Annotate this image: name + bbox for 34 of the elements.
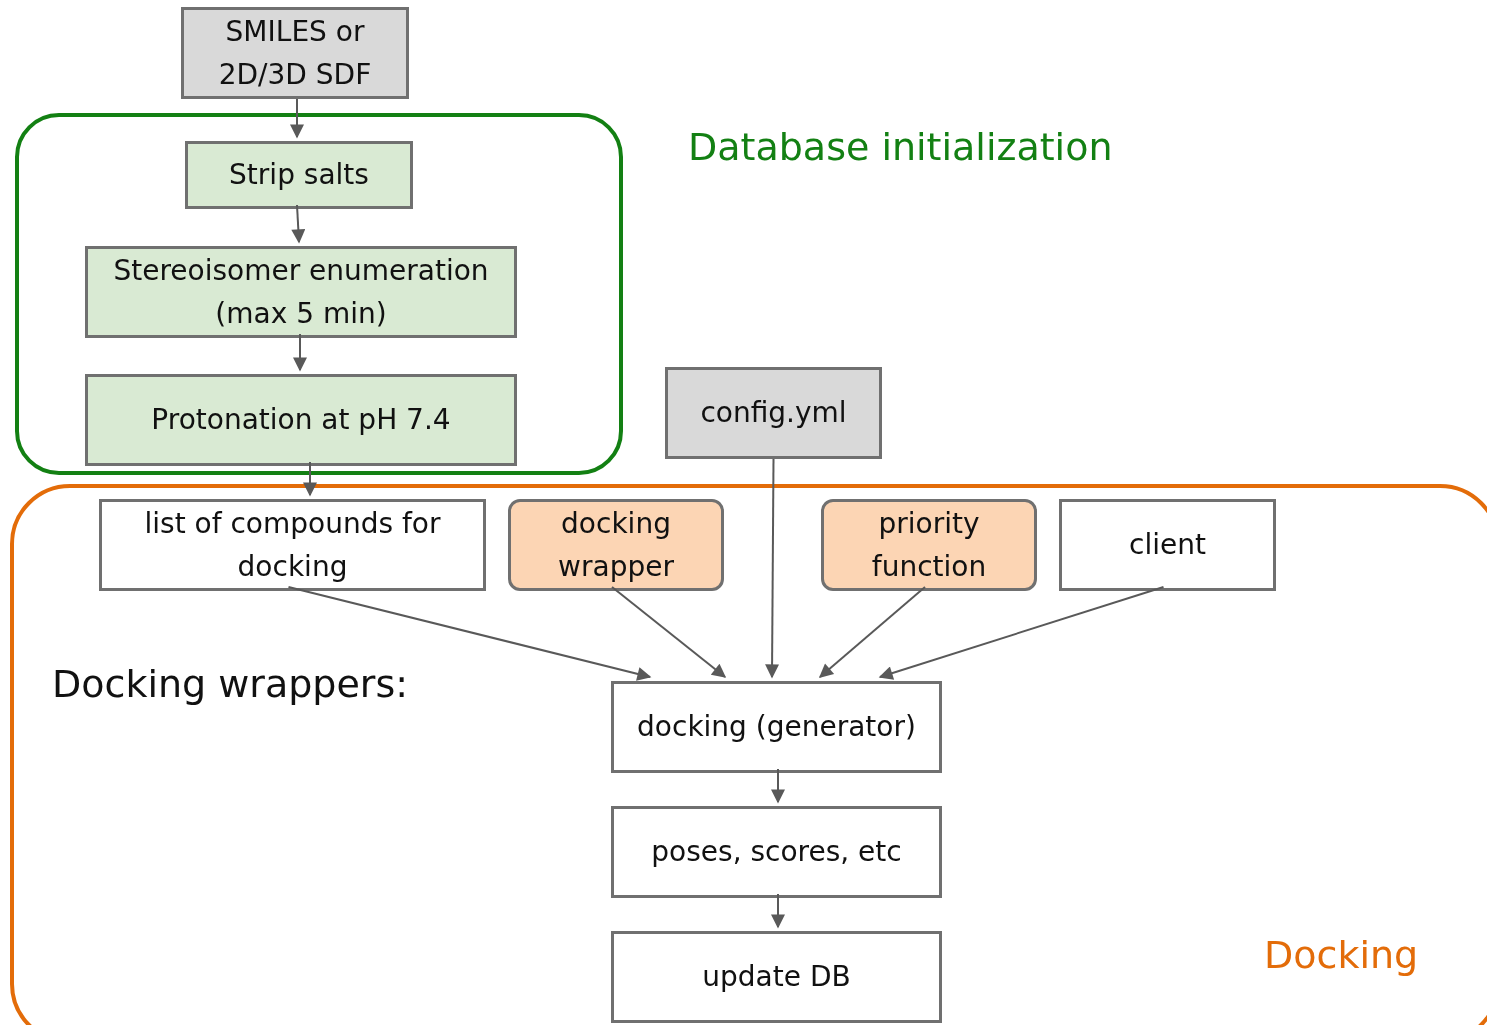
arrow [818, 586, 926, 678]
box-label: docking wrapper [557, 505, 675, 585]
process-box [85, 246, 517, 338]
process-box [611, 806, 942, 898]
arrow [611, 586, 727, 678]
group-title: Database initialization [688, 125, 1113, 169]
note-text: Docking wrappers: [52, 662, 409, 706]
process-box [85, 374, 517, 466]
process-box [821, 499, 1037, 591]
box-label: Stereoisomer enumeration (max 5 min) [112, 252, 490, 332]
box-label: client [1128, 527, 1207, 564]
process-box [665, 367, 882, 459]
arrow [878, 586, 1165, 680]
box-label: poses, scores, etc [650, 834, 903, 871]
process-box [1059, 499, 1276, 591]
box-label: update DB [701, 959, 852, 996]
box-label: SMILES or 2D/3D SDF [217, 13, 373, 93]
arrow [765, 458, 780, 679]
box-label: Protonation at pH 7.4 [150, 402, 452, 439]
process-box [611, 681, 942, 773]
process-box [181, 7, 409, 99]
process-box [508, 499, 724, 591]
group-title: Docking [1264, 933, 1419, 977]
arrow [287, 586, 652, 681]
box-label: list of compounds for docking [143, 505, 442, 585]
process-box [99, 499, 486, 591]
box-label: docking (generator) [636, 709, 917, 746]
process-box [611, 931, 942, 1023]
box-label: priority function [870, 505, 988, 585]
group-frame [10, 484, 1487, 1025]
arrow [290, 98, 304, 139]
box-label: Strip salts [228, 157, 370, 194]
process-box [185, 141, 413, 209]
box-label: config.yml [699, 395, 848, 432]
